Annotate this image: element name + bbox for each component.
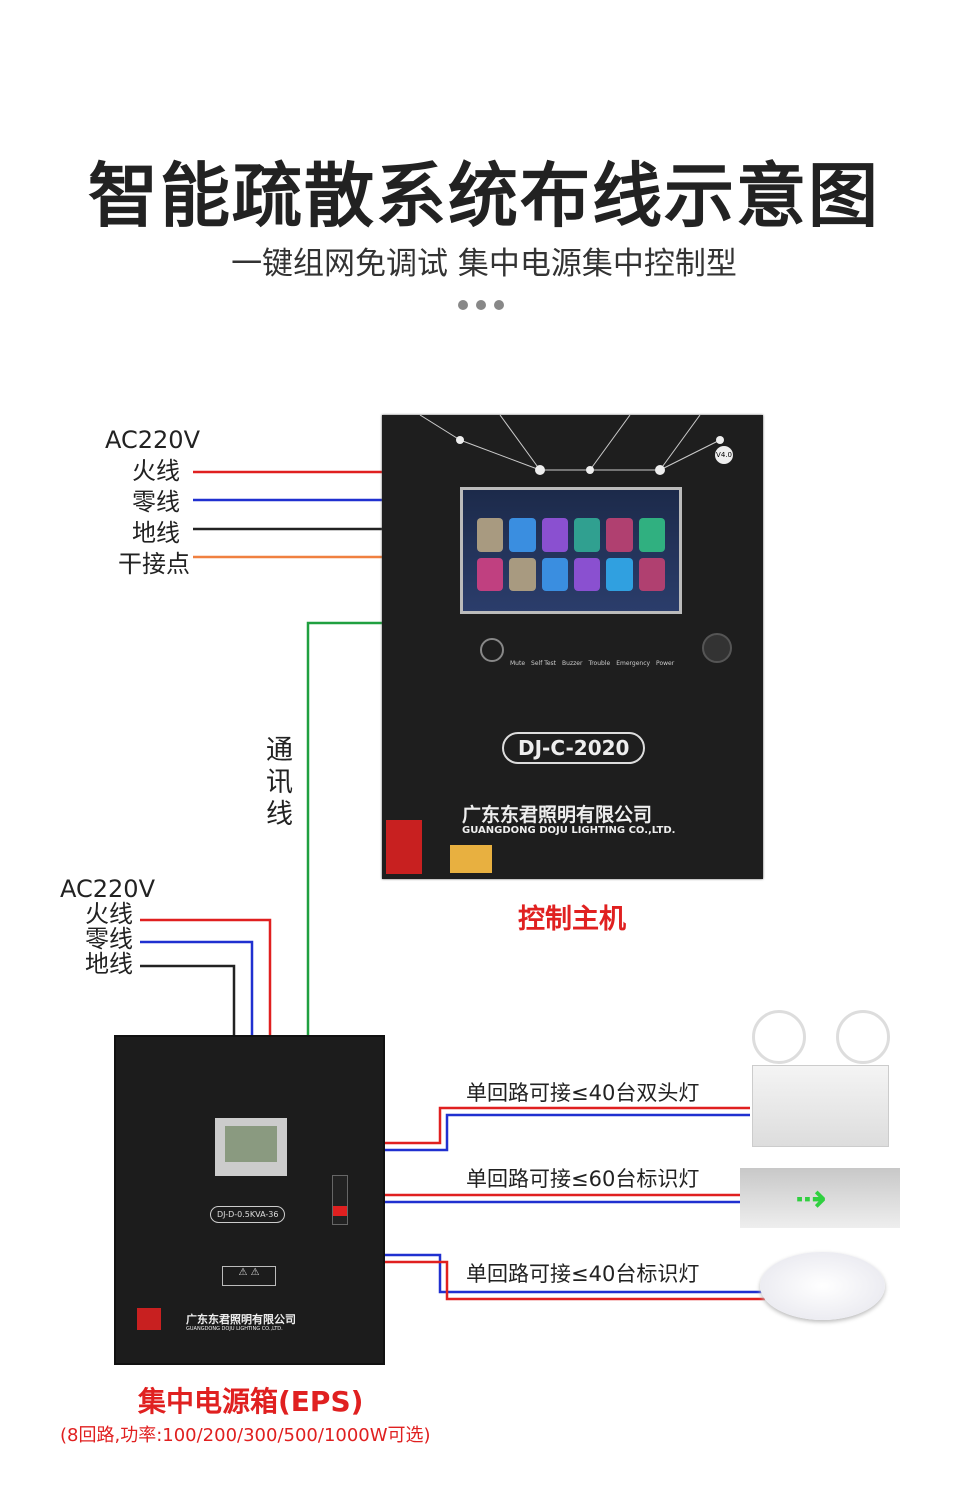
- voltage-label: AC220V: [105, 426, 200, 454]
- mute-button[interactable]: Mute: [510, 660, 526, 667]
- warning-label-icon: ⚠ ⚠: [222, 1266, 276, 1286]
- eps-voltage-label: AC220V: [60, 875, 155, 903]
- eps-caption: 集中电源箱(EPS): [138, 1385, 364, 1418]
- version-badge: V4.0: [715, 446, 733, 464]
- branch-label-3: 单回路可接≤40台标识灯: [466, 1262, 700, 1286]
- live-label: 火线: [132, 457, 180, 485]
- controller-caption: 控制主机: [518, 904, 626, 935]
- dry-contact-label: 干接点: [118, 550, 190, 578]
- eps-ground-label: 地线: [85, 950, 133, 978]
- page-title: 智能疏散系统布线示意图: [88, 155, 880, 237]
- branch-label-1: 单回路可接≤40台双头灯: [466, 1081, 700, 1105]
- comm-line-label: 通讯线: [266, 735, 293, 830]
- power-indicator: Power: [656, 660, 675, 667]
- ceiling-indicator-light: [760, 1252, 885, 1320]
- eps-wire-live: [140, 918, 272, 1035]
- self-test-button[interactable]: Self Test: [531, 660, 557, 667]
- eps-wire-ground: [140, 964, 236, 1035]
- controller-model: DJ-C-2020: [502, 732, 646, 764]
- eps-note: (8回路,功率:100/200/300/500/1000W可选): [60, 1425, 431, 1446]
- trouble-indicator: Trouble: [588, 660, 611, 667]
- branch-label-2: 单回路可接≤60台标识灯: [466, 1167, 700, 1191]
- dots-decoration: [458, 300, 504, 310]
- ground-label: 地线: [132, 519, 180, 547]
- eps-switch[interactable]: [332, 1175, 348, 1225]
- network-graphic: [419, 415, 724, 475]
- eps-display: [215, 1118, 287, 1176]
- emergency-indicator: Emergency: [616, 660, 651, 667]
- emergency-button[interactable]: [480, 638, 504, 662]
- exit-sign-light: ⇢: [740, 1168, 900, 1228]
- buzzer-indicator: Buzzer: [562, 660, 583, 667]
- eps-neutral-label: 零线: [85, 925, 133, 953]
- certification-logo-2: [450, 845, 492, 873]
- certification-logo: [386, 820, 422, 874]
- neutral-label: 零线: [132, 488, 180, 516]
- eps-input-labels: AC220V 火线 零线 地线: [55, 877, 155, 977]
- eps-company-cn: 广东东君照明有限公司: [186, 1313, 296, 1326]
- key-lock-icon[interactable]: [702, 633, 732, 663]
- eps-wire-neutral: [140, 940, 254, 1035]
- eps-live-label: 火线: [85, 900, 133, 928]
- control-buttons: Mute Self Test Buzzer Trouble Emergency …: [480, 638, 674, 667]
- exit-running-man-icon: ⇢: [795, 1176, 827, 1220]
- eps-company-en: GUANGDONG DOJU LIGHTING CO.,LTD.: [186, 1326, 283, 1332]
- controller-company-cn: 广东东君照明有限公司: [462, 804, 653, 826]
- eps-certification-logo: [137, 1308, 161, 1330]
- controller-input-labels: AC220V 火线 零线 地线 干接点: [95, 425, 200, 580]
- subtitle: 一键组网免调试 集中电源集中控制型: [231, 246, 737, 282]
- controller-company-en: GUANGDONG DOJU LIGHTING CO.,LTD.: [462, 825, 676, 836]
- wire-comm: [306, 621, 382, 1035]
- touch-screen[interactable]: [460, 487, 682, 614]
- eps-model: DJ-D-0.5KVA-36: [210, 1206, 286, 1223]
- twin-head-emergency-light: [752, 1010, 892, 1147]
